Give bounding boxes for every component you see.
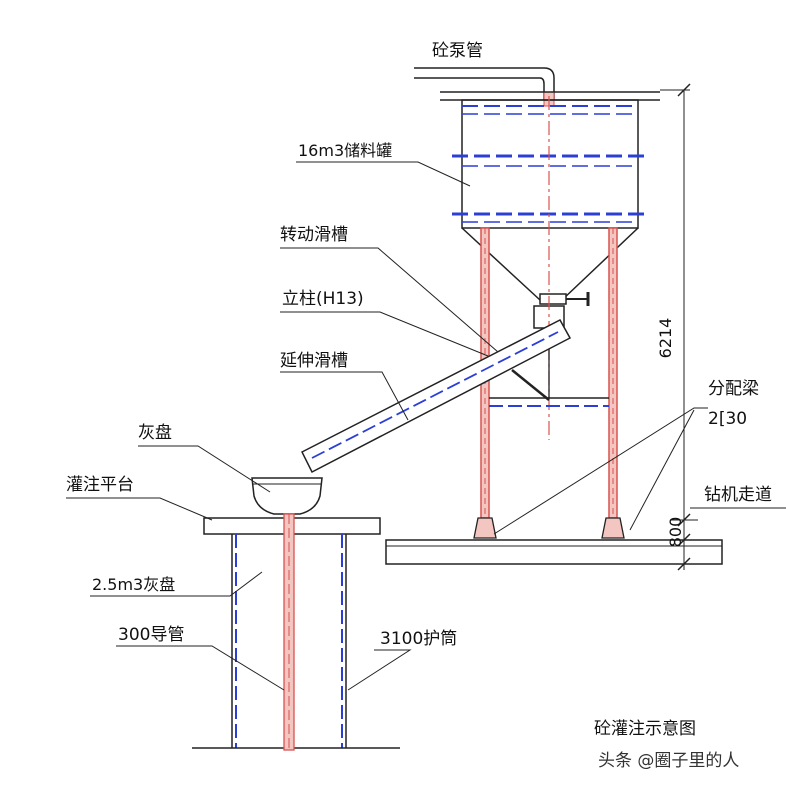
label-diagram-title: 砼灌注示意图 [594,719,696,739]
dimension-height: 6214 [656,318,675,359]
label-rig-walkway: 钻机走道 [704,485,772,505]
dimension-base: 800 [666,517,685,548]
height-dimension [660,83,698,571]
label-guide-pipe: 300导管 [118,625,184,645]
extension-chute [300,319,572,474]
leader-lines [66,161,786,691]
label-platform: 灌注平台 [66,475,134,495]
casing [192,534,400,749]
label-pump-pipe: 砼泵管 [432,41,483,61]
right-column [601,227,625,539]
label-extension-chute: 延伸滑槽 [280,351,348,371]
label-column: 立柱(H13) [282,289,364,309]
guide-pipe [283,513,295,751]
label-hopper-volume: 2.5m3灰盘 [92,575,175,594]
storage-tank [452,99,648,329]
label-casing: 3100护筒 [380,629,457,649]
label-distribution-beam: 分配梁 [708,379,759,399]
watermark: 头条 @圈子里的人 [598,751,739,771]
hopper [251,477,323,515]
label-distribution-beam-spec: 2[30 [708,409,747,429]
base-platform [385,539,723,565]
label-rotating-chute: 转动滑槽 [280,225,348,245]
label-tank: 16m3储料罐 [298,141,392,160]
label-hopper: 灰盘 [138,423,172,443]
